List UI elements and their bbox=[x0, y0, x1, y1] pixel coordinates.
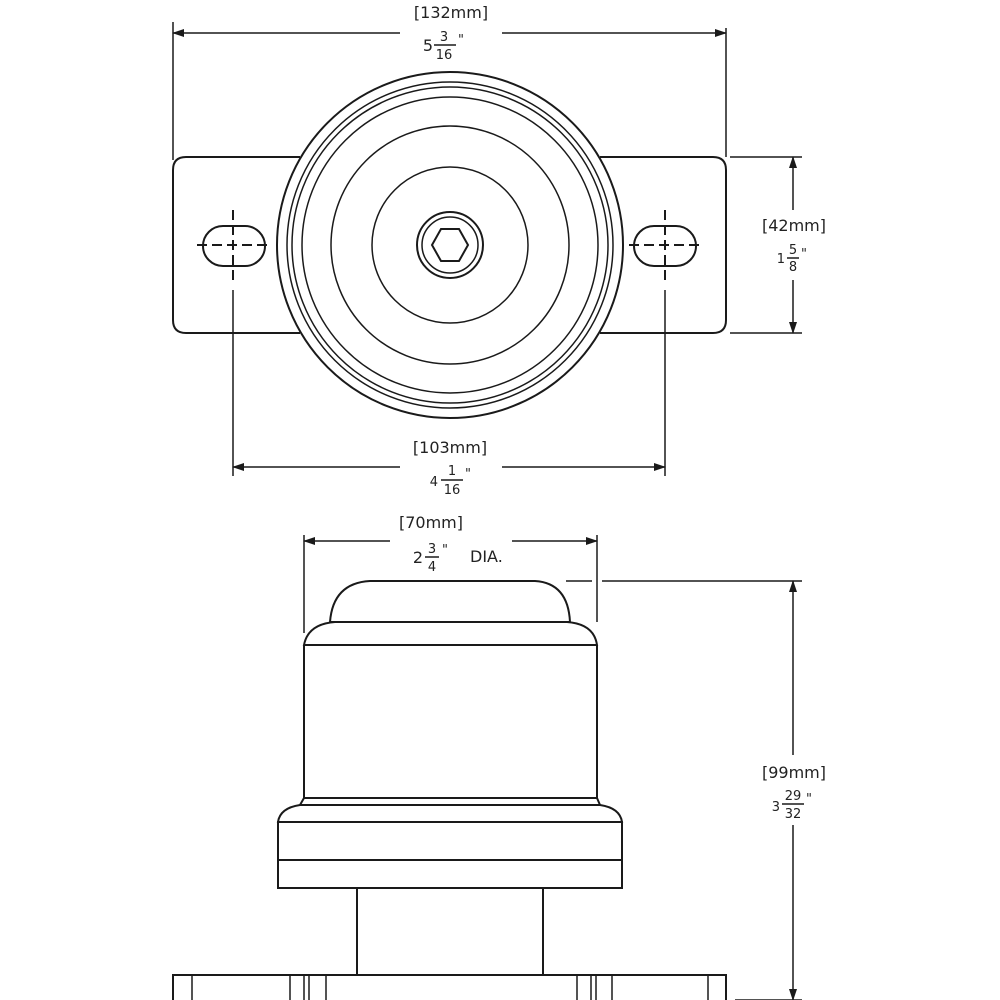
overall-length-den: 16 bbox=[436, 48, 453, 63]
right-hole-centerline bbox=[629, 210, 702, 280]
flange-width-whole: 1 bbox=[777, 252, 785, 267]
body-base-flare bbox=[276, 797, 624, 823]
height-den: 32 bbox=[785, 807, 802, 822]
base-plate bbox=[172, 974, 727, 1000]
dome-cap bbox=[328, 580, 572, 623]
diameter-unit: " bbox=[442, 543, 448, 558]
hole-spacing-unit: " bbox=[465, 467, 471, 482]
outer-housing-circle bbox=[276, 71, 624, 419]
base-ring bbox=[277, 821, 623, 889]
height-unit: " bbox=[806, 792, 812, 807]
hex-socket-icon bbox=[430, 228, 470, 262]
housing-ring-1 bbox=[286, 81, 614, 409]
dimension-overall-length: [132mm] 5 3 16 " bbox=[172, 3, 727, 160]
dimension-height: [99mm] 3 29 32 " bbox=[566, 580, 826, 1000]
flange-width-mm: [42mm] bbox=[762, 216, 826, 235]
upper-body bbox=[302, 621, 599, 646]
side-view: [70mm] 2 3 4 " DIA. [99mm] 3 29 32 " bbox=[172, 513, 826, 1000]
dimension-hole-spacing: [103mm] 4 1 16 " bbox=[232, 290, 666, 498]
diameter-mm: [70mm] bbox=[399, 513, 463, 532]
inner-circle bbox=[371, 166, 529, 324]
height-num: 29 bbox=[785, 789, 802, 804]
overall-length-unit: " bbox=[458, 33, 464, 48]
left-hole-centerline bbox=[197, 210, 270, 280]
diameter-num: 3 bbox=[428, 542, 436, 557]
flange-width-num: 5 bbox=[789, 243, 797, 258]
dimension-flange-width: [42mm] 1 5 8 " bbox=[730, 156, 826, 334]
hub-inner bbox=[421, 216, 479, 274]
height-whole: 3 bbox=[772, 800, 780, 815]
mounting-flange bbox=[172, 156, 727, 334]
diameter-den: 4 bbox=[428, 560, 436, 575]
stem bbox=[356, 888, 544, 975]
diameter-whole: 2 bbox=[413, 548, 423, 567]
hole-spacing-num: 1 bbox=[448, 464, 456, 479]
flange-width-den: 8 bbox=[789, 260, 797, 275]
hole-spacing-den: 16 bbox=[444, 483, 461, 498]
overall-length-mm: [132mm] bbox=[414, 3, 488, 22]
housing-ring-3 bbox=[301, 96, 599, 394]
overall-length-num: 3 bbox=[440, 30, 448, 45]
dome-circle bbox=[330, 125, 570, 365]
top-view: [132mm] 5 3 16 " [42mm] 1 5 8 " [103mm bbox=[172, 3, 826, 498]
hub-outer bbox=[416, 211, 484, 279]
housing-ring-2 bbox=[291, 86, 609, 404]
base-plate-slot-lines bbox=[191, 975, 709, 1000]
height-mm: [99mm] bbox=[762, 763, 826, 782]
flange-width-unit: " bbox=[801, 247, 807, 262]
dimension-diameter: [70mm] 2 3 4 " DIA. bbox=[303, 513, 598, 633]
hole-spacing-mm: [103mm] bbox=[413, 438, 487, 457]
hole-spacing-whole: 4 bbox=[430, 475, 438, 490]
main-body bbox=[303, 645, 598, 799]
overall-length-whole: 5 bbox=[423, 36, 433, 55]
diameter-suffix: DIA. bbox=[470, 547, 503, 566]
